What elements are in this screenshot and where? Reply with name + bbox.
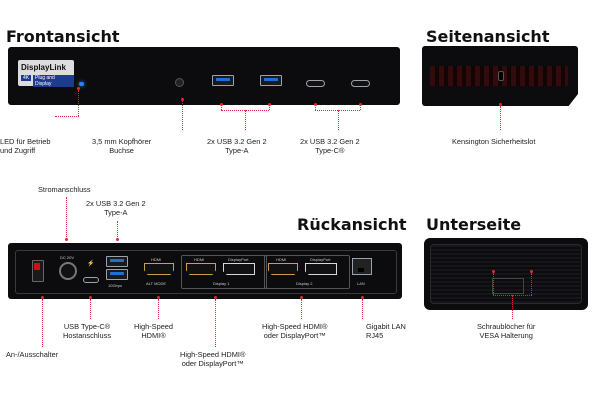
label-display-2: High-Speed HDMI®oder DisplayPort™ [262, 322, 328, 340]
leader-kensington [500, 106, 501, 130]
leader-vesa-r [531, 273, 532, 295]
usb-c-host-icon: ⚡ [87, 261, 95, 267]
headphone-jack [175, 78, 184, 87]
marker-display-1 [214, 296, 217, 299]
marker-back-usb-a [116, 238, 119, 241]
label-usb-c-host: USB Type-C®Hostanschluss [63, 322, 112, 340]
leader-switch [42, 299, 43, 347]
title-front: Frontansicht [6, 27, 120, 46]
leader-power-conn [66, 197, 67, 239]
power-led [79, 82, 84, 86]
dc-jack [59, 262, 77, 280]
dock-bottom [424, 238, 588, 310]
front-usb-c-port-1 [306, 80, 325, 87]
leader-display-2 [301, 299, 302, 319]
marker-vesa-2 [530, 270, 533, 273]
label-display-1: High-Speed HDMI®oder DisplayPort™ [180, 350, 246, 368]
display-group-1 [181, 255, 267, 289]
hdmi-port [144, 263, 174, 275]
bottom-texture [430, 244, 582, 304]
dp-port-display-1 [223, 263, 255, 275]
dock-side [422, 46, 578, 106]
label-switch: An-/Ausschalter [6, 350, 59, 359]
front-usb-a-port-2 [260, 75, 282, 86]
marker-switch [41, 296, 44, 299]
leader-led-h [55, 116, 79, 117]
leader-back-usb-a [117, 221, 118, 239]
marker-kensington [499, 103, 502, 106]
lan-port [352, 258, 372, 275]
front-usb-a-port-1 [212, 75, 234, 86]
display-group-2 [264, 255, 350, 289]
front-usb-c-port-2 [351, 80, 370, 87]
marker-led [77, 87, 80, 90]
kensington-slot [498, 71, 504, 81]
hdmi-port-display-2 [268, 263, 298, 275]
leader-usb-a-v [245, 110, 246, 130]
leader-headphone [182, 101, 183, 130]
dock-front: DisplayLink 4K Plug and Display [8, 47, 400, 105]
displaylink-logo: DisplayLink 4K Plug and Display [18, 60, 74, 87]
marker-hdmi [157, 296, 160, 299]
title-back: Rückansicht [297, 215, 407, 234]
leader-usb-a-l [221, 104, 222, 110]
bottom-label-plate [492, 278, 524, 294]
power-switch [32, 260, 44, 282]
marker-headphone [181, 98, 184, 101]
dp-port-display-2 [305, 263, 337, 275]
dock-back: DC 20V ⚡ 10Gbps HDMI ALT MODE HDMI Displ… [8, 243, 402, 299]
leader-usb-c-l [315, 104, 316, 110]
leader-display-1 [215, 299, 216, 347]
hdmi-port-display-1 [186, 263, 216, 275]
marker-power-conn [65, 238, 68, 241]
leader-usb-c-v [338, 110, 339, 130]
leader-vesa-l [493, 273, 494, 295]
label-power-conn: Stromanschluss [38, 185, 91, 194]
title-side: Seitenansicht [426, 27, 550, 46]
marker-vesa-1 [492, 270, 495, 273]
leader-hdmi [158, 299, 159, 319]
leader-usb-c-host [90, 299, 91, 319]
leader-lan [362, 299, 363, 319]
title-bottom: Unterseite [426, 215, 522, 234]
leader-usb-c-r [360, 104, 361, 110]
back-usb-a-port-2 [106, 269, 128, 280]
leader-usb-a-r [269, 104, 270, 110]
marker-lan [361, 296, 364, 299]
back-usb-a-port-1 [106, 256, 128, 267]
leader-usb-c-h [315, 110, 360, 111]
marker-display-2 [300, 296, 303, 299]
leader-led [78, 90, 79, 116]
leader-vesa-v [512, 295, 513, 319]
usb-c-host-port [83, 277, 99, 283]
back-panel [15, 250, 397, 294]
label-kensington: Kensington Sicherheitslot [452, 137, 536, 146]
marker-usb-c-host [89, 296, 92, 299]
